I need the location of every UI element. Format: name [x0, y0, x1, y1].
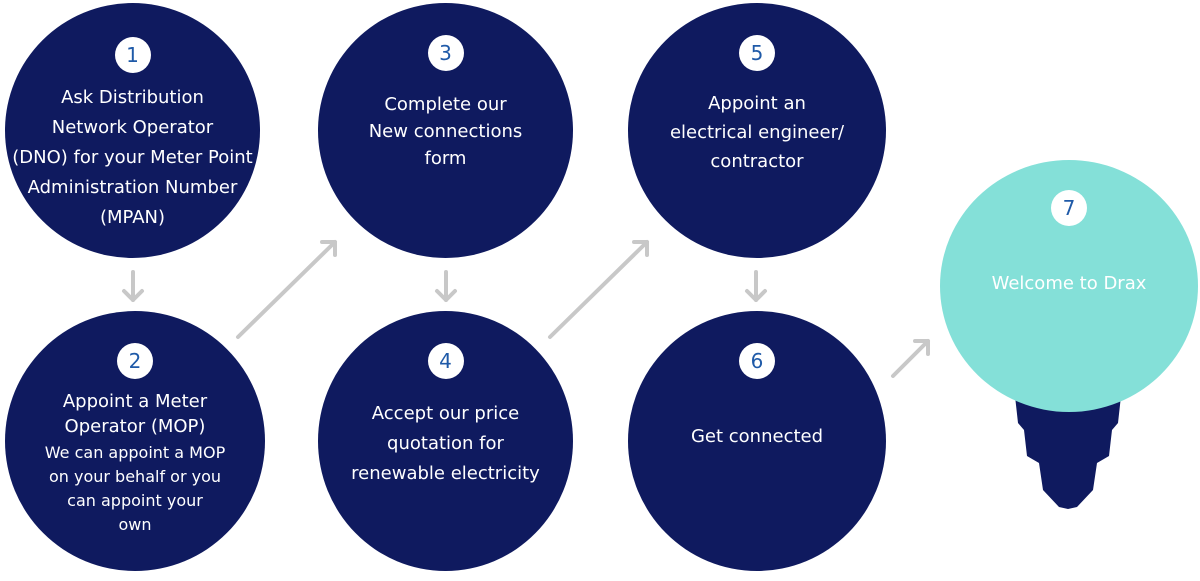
step-5-circle: 5 Appoint an electrical engineer/ contra…	[628, 3, 886, 258]
arrow-5-to-6	[745, 270, 767, 302]
step-7-number: 7	[1051, 190, 1087, 226]
step-2-circle: 2 Appoint a Meter Operator (MOP) We can …	[5, 311, 265, 571]
step-6-circle: 6 Get connected	[628, 311, 886, 571]
arrow-1-to-2	[122, 270, 144, 302]
lightbulb-base-icon	[1015, 396, 1121, 509]
step-4-title: Accept our price quotation for renewable…	[351, 403, 540, 484]
step-2-number: 2	[117, 343, 153, 379]
step-3-circle: 3 Complete our New connections form	[318, 3, 573, 258]
step-1-title: Ask Distribution Network Operator (DNO) …	[12, 87, 253, 228]
step-4-circle: 4 Accept our price quotation for renewab…	[318, 311, 573, 571]
step-5-number: 5	[739, 35, 775, 71]
step-3-number: 3	[427, 35, 464, 71]
arrow-3-to-4	[435, 270, 457, 302]
step-2-title: Appoint a Meter Operator (MOP)	[62, 391, 208, 437]
step-6-number: 6	[739, 343, 775, 379]
arrow-6-to-7	[891, 339, 930, 378]
step-5-title: Appoint an electrical engineer/ contract…	[669, 93, 845, 172]
step-1-circle: 1 Ask Distribution Network Operator (DNO…	[5, 3, 260, 258]
step-4-number: 4	[427, 343, 464, 379]
step-6-title: Get connected	[690, 426, 824, 447]
step-2-description: We can appoint a MOP on your behalf or y…	[44, 443, 226, 534]
step-7-title: Welcome to Drax	[991, 273, 1147, 294]
arrow-4-to-5	[548, 240, 649, 339]
step-1-number: 1	[114, 37, 151, 73]
step-3-title: Complete our New connections form	[368, 94, 523, 169]
arrow-2-to-3	[236, 240, 337, 339]
step-7-bulb: 7 Welcome to Drax	[940, 160, 1198, 412]
